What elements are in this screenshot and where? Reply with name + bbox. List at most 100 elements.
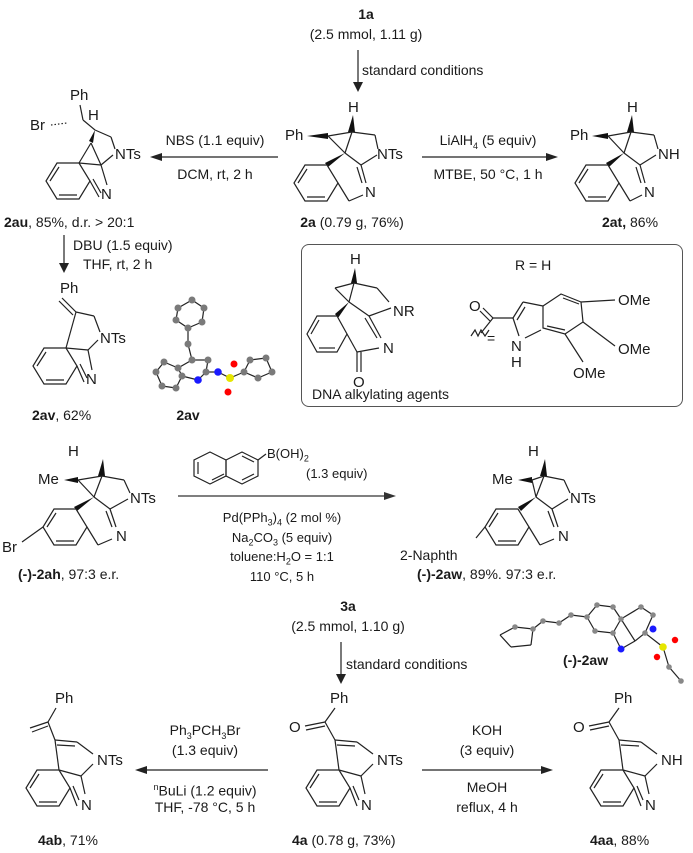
reagent-wittig: Ph3PCH3Br: [169, 722, 241, 741]
compound-2au-label: 2au: [4, 214, 29, 230]
compound-2ah-label: (-)-2ah: [18, 566, 61, 582]
atom-oxygen: [653, 653, 661, 661]
solvent-meoh: MeOH: [466, 779, 508, 795]
atom-o: O: [469, 298, 481, 315]
atom-n: N: [101, 186, 112, 203]
reagent-buli: nBuLi (1.2 equiv): [153, 782, 257, 799]
compound-1a-amount: (2.5 mmol, 1.11 g): [309, 26, 423, 42]
compound-4aa-yield: , 88%: [613, 832, 650, 848]
atom-n: N: [116, 528, 127, 545]
compound-2aw-label: (-)-2aw: [417, 566, 463, 582]
atom-me: Me: [38, 471, 59, 488]
arrow-4a-to-4aa: [422, 766, 553, 774]
compound-2ah-er: , 97:3 e.r.: [60, 566, 120, 582]
atom-nts: NTs: [115, 146, 141, 163]
atom-ph: Ph: [614, 690, 632, 707]
arrow-1a-to-2a: [353, 50, 363, 92]
atom-sulfur: [226, 374, 234, 382]
dna-alkylating-agents-box: [301, 244, 683, 407]
structure-2ah: H Me NTs N Br: [2, 443, 156, 556]
compound-4aa-caption: 4aa, 88%: [590, 832, 649, 848]
arrow-3a-to-4a: [336, 642, 346, 684]
atom-nts: NTs: [130, 490, 156, 507]
atom-nts: NTs: [377, 752, 403, 769]
conditions-4a-to-4ab: THF, -78 °C, 5 h: [154, 799, 256, 815]
atom-nts: NTs: [97, 752, 123, 769]
crystal-2av-label: 2av: [176, 407, 200, 423]
atom-n: N: [86, 371, 97, 388]
compound-2ah-caption: (-)-2ah, 97:3 e.r.: [18, 566, 119, 582]
atom-nitrogen: [214, 368, 222, 376]
condition-solvent: toluene:H2O = 1:1: [230, 549, 334, 567]
atom-br: Br: [2, 539, 17, 556]
atom-nr: NR: [393, 303, 415, 320]
structure-naphthylboronic-acid: [193, 451, 267, 485]
boronic-acid-equiv: (1.3 equiv): [306, 466, 368, 481]
conditions-2a-to-2at: MTBE, 50 °C, 1 h: [433, 166, 543, 182]
conditions-4a-to-4aa: reflux, 4 h: [456, 799, 518, 815]
compound-4a-caption: 4a (0.78 g, 73%): [292, 832, 396, 848]
compound-3a-label: 3a: [340, 598, 356, 614]
structure-4a: Ph O NTs N: [289, 690, 403, 814]
atom-naphthyl: 2-Naphth: [400, 547, 458, 563]
compound-2av-caption: 2av, 62%: [32, 407, 91, 423]
r-definition: R = H: [515, 257, 552, 273]
structure-2av: Ph NTs N: [32, 280, 126, 388]
atom-n: N: [558, 528, 569, 545]
atom-n: N: [365, 184, 376, 201]
structure-2au: Ph Br H NTs N: [30, 87, 141, 203]
structure-4aa: Ph O NH N: [573, 690, 683, 814]
atom-ome-3: OMe: [573, 365, 606, 382]
conditions-2au-to-2av: THF, rt, 2 h: [83, 256, 153, 272]
atom-n: N: [81, 797, 92, 814]
atom-h: H: [68, 443, 79, 460]
atom-oxygen: [671, 636, 679, 644]
compound-4aa-label: 4aa: [590, 832, 614, 848]
atom-nts: NTs: [570, 490, 596, 507]
compound-4a-yield: (0.78 g, 73%): [307, 832, 396, 848]
atom-ph: Ph: [60, 280, 78, 297]
conditions-1a-to-2a: standard conditions: [362, 62, 484, 78]
arrow-2a-to-2at: [422, 153, 558, 161]
atom-n: N: [644, 184, 655, 201]
atom-oxygen: [230, 360, 238, 368]
atom-ome-2: OMe: [618, 341, 651, 358]
atom-n: N: [361, 797, 372, 814]
compound-4ab-label: 4ab: [38, 832, 63, 848]
atom-me: Me: [492, 471, 513, 488]
structure-4ab: Ph NTs N: [25, 690, 123, 814]
compound-2av-label: 2av: [32, 407, 56, 423]
structure-2aw: H Me NTs N: [475, 443, 596, 546]
structure-dna-alkylating-agent: H NR N O O N H OMe OMe OMe: [306, 251, 651, 391]
crystal-2aw-label: (-)-2aw: [563, 652, 609, 668]
atom-ph: Ph: [70, 87, 88, 104]
compound-2au-yield: , 85%, d.r. > 20:1: [28, 214, 135, 230]
condition-temperature: 110 °C, 5 h: [249, 569, 315, 584]
compound-3a-amount: (2.5 mmol, 1.10 g): [291, 618, 405, 634]
atom-ph: Ph: [570, 127, 588, 144]
arrow-2ah-to-2aw: [178, 492, 396, 500]
atom-n: N: [383, 340, 394, 357]
arrow-2a-to-2au: [150, 153, 278, 161]
compound-4ab-caption: 4ab, 71%: [38, 832, 98, 848]
atom-o: O: [353, 374, 365, 391]
atom-h: H: [627, 99, 638, 116]
reagent-wittig-equiv: (1.3 equiv): [171, 742, 239, 758]
atom-h: H: [88, 107, 99, 124]
atom-ome-1: OMe: [618, 292, 651, 309]
crystal-structure-2av: [152, 296, 276, 396]
atom-nitrogen: [617, 645, 625, 653]
atom-br: Br: [30, 117, 45, 134]
atom-oxygen: [224, 388, 232, 396]
compound-2au-caption: 2au, 85%, d.r. > 20:1: [4, 214, 134, 230]
atom-nitrogen: [649, 625, 657, 633]
compound-2a-caption: 2a (0.79 g, 76%): [300, 214, 404, 230]
conditions-2a-to-2au: DCM, rt, 2 h: [177, 166, 253, 182]
compound-2at-label: 2at,: [601, 214, 627, 230]
compound-2av-yield: , 62%: [55, 407, 92, 423]
compound-2a-label: 2a: [300, 214, 316, 230]
atom-ph: Ph: [330, 690, 348, 707]
structure-2at: H Ph NH N: [570, 99, 680, 202]
crystal-structure-2aw: [499, 602, 684, 684]
compound-4a-label: 4a: [292, 832, 308, 848]
